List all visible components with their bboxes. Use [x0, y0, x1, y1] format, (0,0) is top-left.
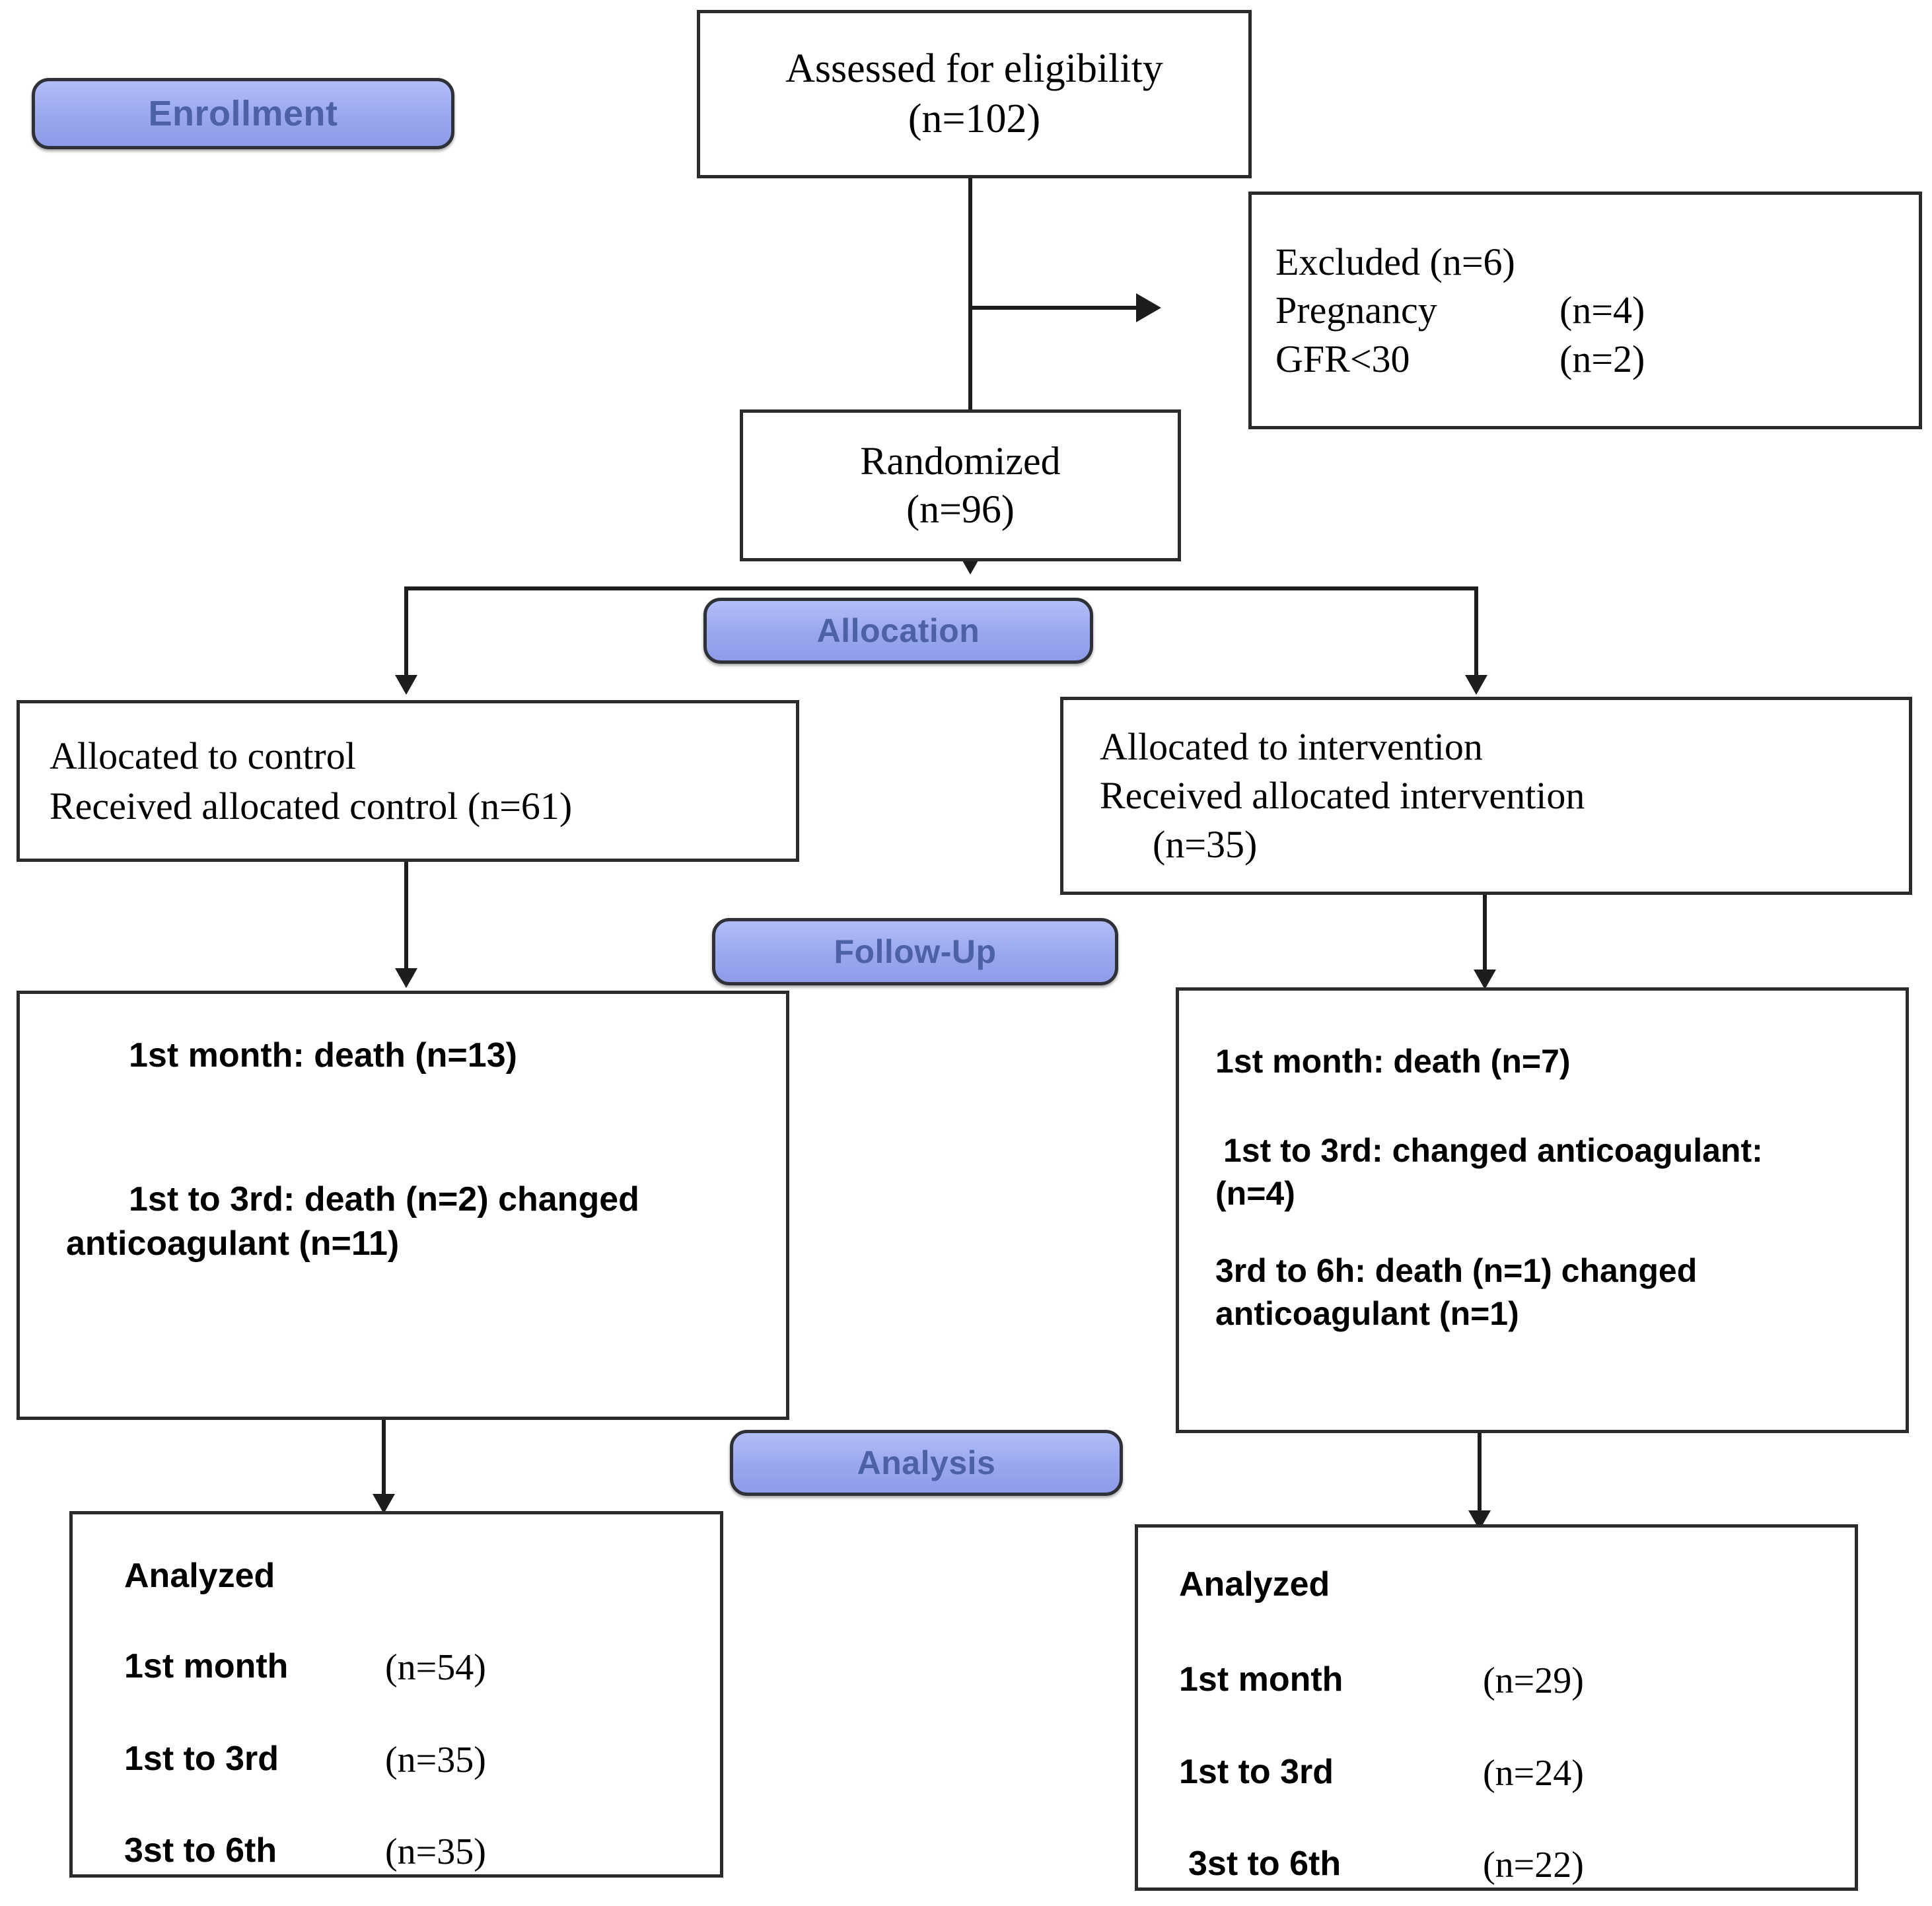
- analyzed-control-row-2-label: 1st to 3rd: [124, 1739, 279, 1778]
- analyzed-control-title: Analyzed: [124, 1557, 275, 1595]
- analyzed-control-spacer: [124, 1596, 720, 1646]
- arrow-to-intervention-allocation: [1465, 675, 1487, 695]
- followup-intervention-line-5: anticoagulant (n=1): [1215, 1295, 1519, 1332]
- box-allocated-intervention: Allocated to intervention Received alloc…: [1060, 697, 1912, 895]
- box-excluded: Excluded (n=6) Pregnancy (n=4) GFR<30 (n…: [1248, 192, 1922, 429]
- excluded-row-gfr: GFR<30 (n=2): [1275, 335, 1919, 383]
- stage-badge-enrollment: Enrollment: [32, 78, 454, 149]
- connector-split-to-intervention: [1474, 586, 1478, 679]
- allocated-control-line-2: Received allocated control (n=61): [50, 784, 573, 828]
- analyzed-intervention-title: Analyzed: [1179, 1565, 1330, 1604]
- box-followup-intervention: 1st month: death (n=7) 1st to 3rd: chang…: [1176, 987, 1909, 1433]
- followup-control-spacer: [129, 1078, 786, 1178]
- excluded-pregnancy-label: Pregnancy: [1275, 289, 1437, 332]
- assessed-line-1: Assessed for eligibility: [785, 46, 1163, 91]
- analyzed-control-row-3-value: (n=35): [385, 1831, 486, 1872]
- analyzed-intervention-row-1-label: 1st month: [1179, 1660, 1343, 1699]
- excluded-pregnancy-value: (n=4): [1559, 289, 1645, 332]
- split-bar-allocation: [406, 586, 1476, 590]
- followup-intervention-line-3: (n=4): [1215, 1175, 1295, 1212]
- stage-badge-allocation: Allocation: [703, 598, 1093, 664]
- connector-assessed-to-randomized: [968, 173, 972, 412]
- analyzed-intervention-row-2-label: 1st to 3rd: [1179, 1752, 1334, 1791]
- analyzed-control-row-3-label: 3st to 6th: [124, 1831, 277, 1870]
- box-randomized: Randomized (n=96): [740, 409, 1181, 561]
- stage-badge-analysis-label: Analysis: [857, 1444, 996, 1481]
- analyzed-intervention-row-1-value: (n=29): [1483, 1660, 1584, 1702]
- box-allocated-control: Allocated to control Received allocated …: [17, 700, 799, 862]
- analyzed-intervention-row-2-value: (n=24): [1483, 1752, 1584, 1794]
- connector-intervention-alloc-to-followup: [1483, 895, 1487, 973]
- analyzed-intervention-row-1: 1st month (n=29): [1179, 1659, 1855, 1703]
- followup-intervention-line-1: 1st month: death (n=7): [1215, 1043, 1571, 1080]
- stage-badge-followup: Follow-Up: [712, 918, 1118, 985]
- box-analyzed-control: Analyzed 1st month (n=54) 1st to 3rd (n=…: [69, 1511, 723, 1878]
- analyzed-control-row-2: 1st to 3rd (n=35): [124, 1738, 720, 1782]
- analyzed-intervention-spacer: [1179, 1605, 1855, 1659]
- analyzed-intervention-row-2: 1st to 3rd (n=24): [1179, 1751, 1855, 1796]
- analyzed-control-row-2-value: (n=35): [385, 1739, 486, 1781]
- randomized-line-2: (n=96): [906, 487, 1015, 531]
- arrow-to-control-analysis: [373, 1494, 395, 1514]
- analyzed-control-row-1-value: (n=54): [385, 1647, 486, 1689]
- followup-intervention-line-4: 3rd to 6h: death (n=1) changed: [1215, 1252, 1698, 1289]
- box-assessed-for-eligibility: Assessed for eligibility (n=102): [697, 10, 1252, 178]
- analyzed-control-row-3: 3st to 6th (n=35): [124, 1830, 720, 1874]
- box-analyzed-intervention: Analyzed 1st month (n=29) 1st to 3rd (n=…: [1135, 1524, 1858, 1891]
- analyzed-control-row-1-label: 1st month: [124, 1647, 289, 1686]
- arrow-to-control-followup: [395, 968, 417, 988]
- stage-badge-allocation-label: Allocation: [816, 612, 980, 649]
- followup-intervention-line-2: 1st to 3rd: changed anticoagulant:: [1223, 1132, 1763, 1169]
- excluded-row-pregnancy: Pregnancy (n=4): [1275, 286, 1919, 334]
- analyzed-intervention-row-3-value: (n=22): [1483, 1844, 1584, 1886]
- followup-intervention-spacer-2: [1215, 1215, 1906, 1250]
- excluded-line-1: Excluded (n=6): [1275, 240, 1515, 284]
- arrow-to-control-allocation: [395, 675, 417, 695]
- excluded-gfr-value: (n=2): [1559, 337, 1645, 380]
- arrow-to-intervention-followup: [1474, 970, 1496, 989]
- connector-split-to-control: [404, 586, 408, 679]
- stage-badge-enrollment-label: Enrollment: [148, 94, 338, 133]
- allocated-intervention-line-3: (n=35): [1153, 823, 1258, 866]
- stage-badge-followup-label: Follow-Up: [834, 933, 997, 970]
- analyzed-intervention-row-3: 3st to 6th (n=22): [1179, 1843, 1855, 1888]
- allocated-intervention-line-2: Received allocated intervention: [1100, 773, 1585, 817]
- arrow-to-excluded: [1136, 293, 1161, 322]
- followup-control-line-1: 1st month: death (n=13): [129, 1036, 517, 1075]
- excluded-gfr-label: GFR<30: [1275, 337, 1410, 380]
- assessed-line-2: (n=102): [908, 96, 1041, 141]
- randomized-line-1: Randomized: [860, 439, 1061, 483]
- followup-intervention-spacer-1: [1215, 1083, 1906, 1129]
- connector-assessed-to-excluded: [972, 306, 1137, 310]
- connector-control-followup-to-analysis: [382, 1417, 386, 1502]
- analyzed-intervention-row-3-label: 3st to 6th: [1188, 1844, 1342, 1883]
- allocated-intervention-line-1: Allocated to intervention: [1100, 724, 1483, 768]
- stage-badge-analysis: Analysis: [730, 1430, 1123, 1496]
- box-followup-control: 1st month: death (n=13) 1st to 3rd: deat…: [17, 991, 789, 1420]
- analyzed-control-row-1: 1st month (n=54): [124, 1646, 720, 1690]
- followup-control-line-2: 1st to 3rd: death (n=2) changed: [129, 1180, 639, 1218]
- followup-control-line-3: anticoagulant (n=11): [66, 1224, 400, 1263]
- connector-control-alloc-to-followup: [404, 862, 408, 971]
- allocated-control-line-1: Allocated to control: [50, 734, 356, 778]
- connector-intervention-followup-to-analysis: [1478, 1432, 1482, 1518]
